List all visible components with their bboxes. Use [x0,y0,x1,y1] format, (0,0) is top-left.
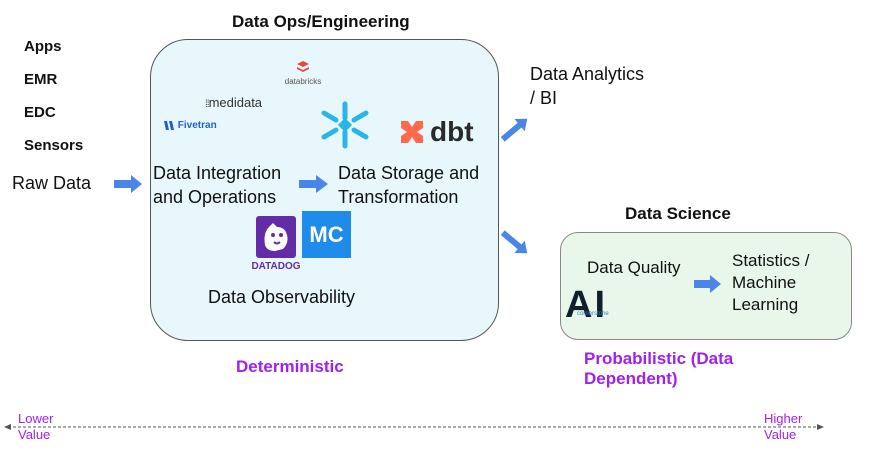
probabilistic-label: Probabilistic (Data Dependent) [584,349,733,389]
analytics-line2: / BI [530,88,558,108]
datadog-text: DATADOG [251,261,301,272]
source-emr: EMR [24,71,58,88]
integration-line1: Data Integration [153,163,282,183]
axis-right-arrowhead [817,424,824,430]
observability-label: Data Observability [208,287,356,307]
higher-line2: Value [764,427,797,442]
source-edc: EDC [24,104,56,121]
datadog-logo: DATADOG [246,215,306,272]
probabilistic-line1: Probabilistic (Data [584,349,734,368]
cornerstone-logo: AI cornerstone [565,285,625,325]
medidata-logo: ⁞⁞medidata [205,95,262,110]
medidata-text: medidata [208,95,263,110]
data-quality-label: Data Quality [587,258,681,277]
science-title: Data Science [625,204,731,223]
integration-storage-arrow [299,175,328,193]
stats-line2: Machine [732,273,797,292]
storage-line2: Transformation [338,187,459,207]
data-ops-box [150,39,499,341]
analytics-arrow [500,118,528,142]
raw-data-label: Raw Data [12,173,92,193]
mc-logo: MC [302,211,351,258]
cornerstone-mark: AI [565,284,607,326]
lower-value-label: Lower Value [18,411,53,443]
analytics-line1: Data Analytics [530,64,645,84]
datadog-icon [256,216,296,258]
storage-line1: Data Storage and [338,163,480,183]
higher-line1: Higher [764,411,803,426]
deterministic-label: Deterministic [236,357,344,376]
dbt-text: dbt [430,116,474,147]
axis-left-arrowhead [4,424,11,430]
cornerstone-text: cornerstone [577,311,609,317]
databricks-icon [297,61,309,72]
source-apps: Apps [24,38,62,55]
science-arrow [500,230,528,254]
lower-line1: Lower [18,411,54,426]
fivetran-logo: Fivetran [163,120,217,131]
medidata-icon: ⁞⁞ [205,99,209,110]
lower-line2: Value [18,427,51,442]
quality-stats-arrow [694,275,721,293]
stats-line3: Learning [732,295,799,314]
dbt-icon [401,121,423,143]
stats-line1: Statistics / [732,251,810,270]
snowflake-icon [321,101,369,149]
integration-line2: and Operations [153,187,277,207]
higher-value-label: Higher Value [764,411,802,443]
databricks-logo: databricks [281,60,325,86]
stats-label: Statistics / Machine Learning [732,250,809,316]
fivetran-text: Fivetran [177,120,217,132]
fivetran-icon [164,121,174,130]
dbt-logo: dbt [398,116,474,148]
probabilistic-line2: Dependent) [584,369,678,388]
databricks-text: databricks [284,77,322,86]
ops-title: Data Ops/Engineering [232,12,410,31]
raw-data-arrow [114,175,142,193]
source-sensors: Sensors [24,137,84,154]
